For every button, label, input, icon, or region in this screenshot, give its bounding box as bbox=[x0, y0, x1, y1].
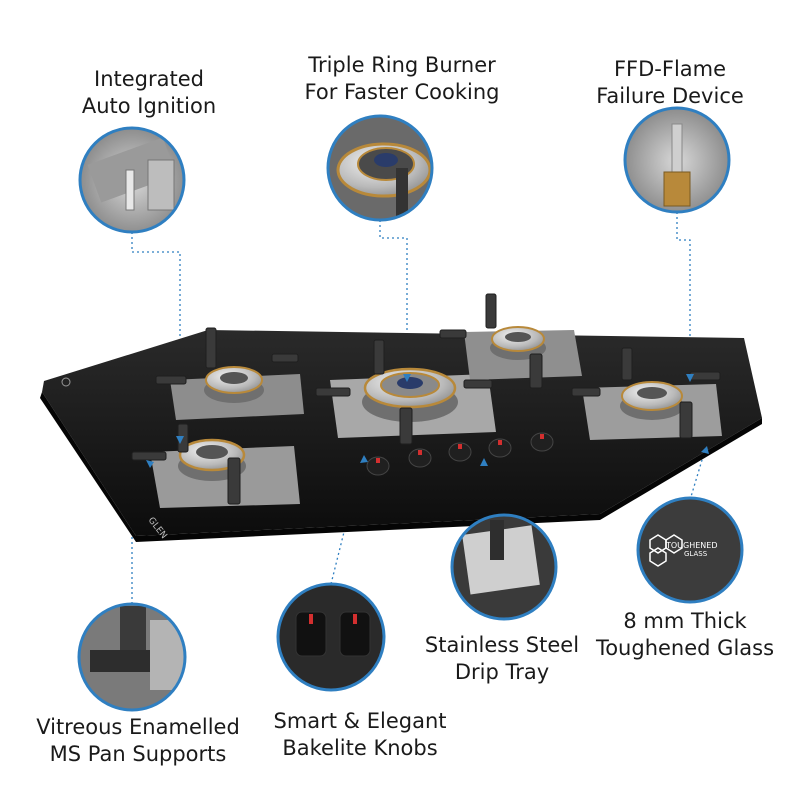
toughened-glass-icon bbox=[649, 534, 683, 567]
arrow-tray-icon bbox=[480, 458, 488, 466]
pan-supports bbox=[131, 293, 721, 505]
burner-back-left bbox=[204, 366, 264, 403]
callout-ignition: Integrated Auto Ignition bbox=[64, 66, 234, 120]
zoom-glass-ring bbox=[636, 496, 744, 604]
callout-pan-supports-line1: Vitreous Enamelled bbox=[36, 715, 240, 739]
callout-drip-tray-line1: Stainless Steel bbox=[424, 633, 580, 657]
knobs bbox=[366, 432, 554, 476]
zoom-pan-supports bbox=[77, 602, 187, 712]
leader-glass bbox=[689, 449, 706, 501]
zoom-knobs-ring bbox=[276, 582, 386, 692]
callout-ffd-line1: FFD-Flame bbox=[613, 57, 727, 81]
knob-4 bbox=[488, 438, 512, 458]
zoom-drip-tray-ring bbox=[450, 513, 558, 621]
arrow-ffd-icon bbox=[686, 374, 694, 382]
knob-1 bbox=[366, 456, 390, 476]
callout-arrows bbox=[146, 374, 709, 468]
callout-ignition-line1: Integrated bbox=[94, 67, 204, 91]
leader-ffd bbox=[676, 212, 691, 378]
knob-3 bbox=[448, 442, 472, 462]
callout-glass-line2: Toughened Glass bbox=[595, 636, 775, 660]
zoom-knobs bbox=[276, 582, 386, 692]
zoom-glass: TOUGHENED GLASS bbox=[636, 496, 744, 604]
callout-knobs-line1: Smart & Elegant bbox=[273, 709, 447, 733]
burner-triple-ring-center bbox=[362, 367, 458, 422]
leader-triple-ring bbox=[379, 220, 408, 378]
knob-2 bbox=[408, 448, 432, 468]
zoom-triple-ring bbox=[326, 114, 434, 222]
arrow-knob-icon bbox=[360, 455, 368, 463]
arrow-ignition-icon bbox=[176, 436, 184, 444]
zoom-ignition-ring bbox=[78, 126, 186, 234]
callout-ffd: FFD-Flame Failure Device bbox=[585, 56, 755, 110]
zoom-ffd bbox=[623, 106, 731, 214]
knob-5 bbox=[530, 432, 554, 452]
callout-ffd-line2: Failure Device bbox=[596, 84, 744, 108]
zoom-drip-tray bbox=[450, 513, 558, 621]
callout-pan-supports: Vitreous Enamelled MS Pan Supports bbox=[28, 714, 248, 768]
logo-mark-icon bbox=[61, 377, 71, 387]
callout-drip-tray: Stainless Steel Drip Tray bbox=[402, 632, 602, 686]
arrow-pan-icon bbox=[146, 460, 154, 468]
badge-glass: GLASS bbox=[684, 550, 708, 558]
callout-triple-ring-line1: Triple Ring Burner bbox=[308, 53, 496, 77]
zoom-ffd-ring bbox=[623, 106, 731, 214]
zoom-ignition bbox=[78, 126, 186, 234]
callout-knobs-line2: Bakelite Knobs bbox=[282, 736, 438, 760]
glass-edge-left bbox=[40, 392, 136, 542]
glass-edge-right bbox=[600, 418, 762, 520]
callout-drip-tray-line2: Drip Tray bbox=[454, 660, 550, 684]
zoom-triple-ring-ring bbox=[326, 114, 434, 222]
arrow-triple-ring-icon bbox=[403, 374, 411, 382]
callout-ignition-line2: Auto Ignition bbox=[81, 94, 217, 118]
burner-front-right bbox=[620, 381, 684, 420]
callout-knobs: Smart & Elegant Bakelite Knobs bbox=[260, 708, 460, 762]
arrow-glass-icon bbox=[701, 446, 709, 454]
callout-glass-line1: 8 mm Thick bbox=[623, 609, 747, 633]
badge-toughened: TOUGHENED bbox=[665, 541, 718, 550]
zoom-pan-supports-ring bbox=[77, 602, 187, 712]
callout-triple-ring-line2: For Faster Cooking bbox=[304, 80, 500, 104]
cooktop: GLEN bbox=[40, 293, 762, 542]
callout-glass: 8 mm Thick Toughened Glass bbox=[585, 608, 785, 662]
callout-triple-ring: Triple Ring Burner For Faster Cooking bbox=[292, 52, 512, 106]
callout-pan-supports-line2: MS Pan Supports bbox=[49, 742, 227, 766]
